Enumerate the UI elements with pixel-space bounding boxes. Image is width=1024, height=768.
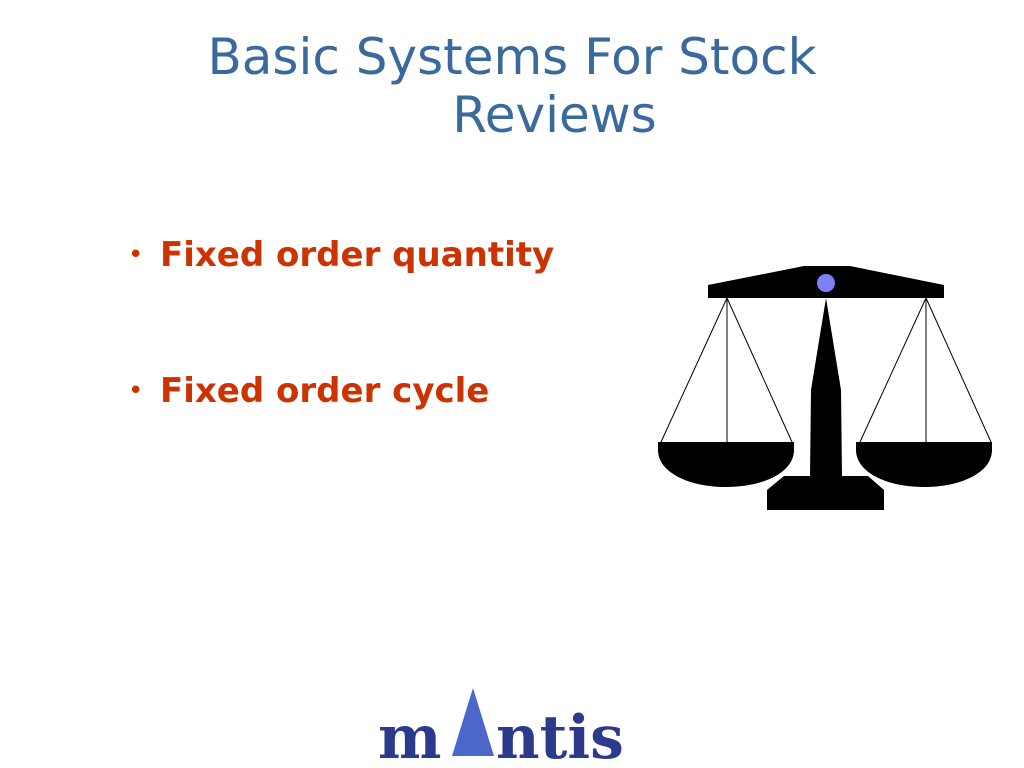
- bullet-text-fixed-order-quantity: Fixed order quantity: [160, 235, 555, 275]
- slide-title-line2: Reviews: [452, 86, 657, 144]
- bullet-marker: •: [128, 240, 144, 270]
- scale-string-left-outer: [660, 297, 728, 443]
- mantis-logo: m ntis: [378, 688, 624, 766]
- scale-string-left-inner: [726, 297, 793, 443]
- scale-pan-left: [658, 442, 794, 487]
- bullet-item: • Fixed order quantity: [128, 236, 554, 274]
- scale-pan-right: [856, 442, 992, 487]
- bullet-item: • Fixed order cycle: [128, 372, 554, 410]
- bullet-list: • Fixed order quantity • Fixed order cycle: [128, 236, 554, 508]
- balance-scale-icon: [658, 266, 992, 510]
- slide-title-line1: Basic Systems For Stock: [207, 28, 817, 86]
- logo-text-prefix: m: [378, 703, 442, 766]
- scale-pivot: [817, 274, 835, 292]
- scale-string-right-inner: [859, 297, 927, 443]
- bullet-text-fixed-order-cycle: Fixed order cycle: [160, 371, 490, 411]
- scale-string-right-outer: [925, 297, 992, 443]
- scale-pillar: [810, 298, 842, 476]
- logo-triangle-icon: [452, 688, 494, 756]
- bullet-marker: •: [128, 376, 144, 406]
- scale-base: [767, 476, 884, 510]
- logo-text-suffix: ntis: [496, 703, 624, 766]
- slide-title: Basic Systems For Stock Reviews: [160, 28, 864, 144]
